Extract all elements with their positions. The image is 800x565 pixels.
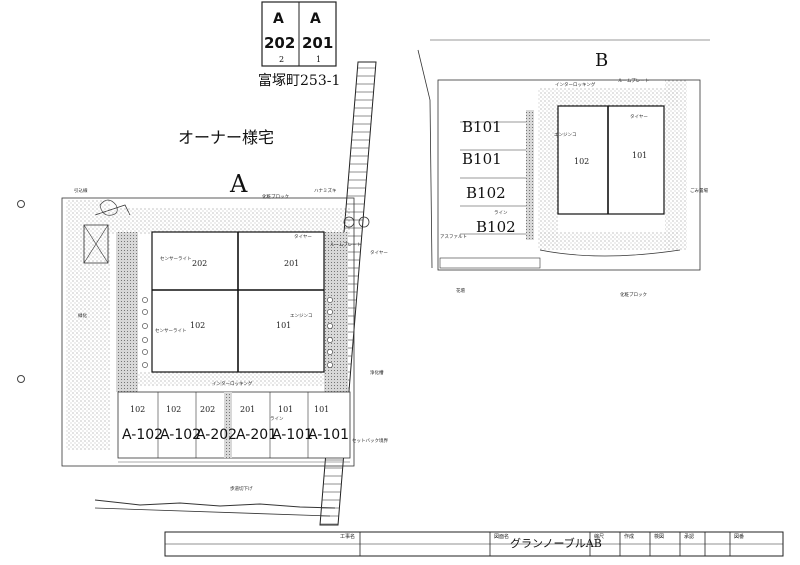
plan-note: タイヤー xyxy=(630,115,648,120)
parking-b-label: B101 xyxy=(462,118,502,136)
plan-note: 引込線 xyxy=(74,189,88,194)
parking-b-label: B102 xyxy=(466,184,506,202)
building-b-footprint xyxy=(557,105,665,215)
header-col2-top: A xyxy=(310,11,321,27)
parking-a-num: 102 xyxy=(130,405,146,414)
parking-b-label: B101 xyxy=(462,150,502,168)
unit-a-201: 201 xyxy=(284,259,300,268)
plan-note: 浄化槽 xyxy=(370,371,384,376)
plan-note: センサーライト xyxy=(160,257,192,262)
plan-note: 化粧ブロック xyxy=(262,195,289,200)
binder-hole xyxy=(17,375,25,383)
plan-note: センサーライト xyxy=(155,329,187,334)
plan-note: 緑化 xyxy=(78,314,87,319)
parking-a-label: A-101 xyxy=(308,427,350,443)
parking-a-label: A-101 xyxy=(272,427,314,443)
plan-note: エンジンコ xyxy=(290,314,313,319)
parking-a-num: 202 xyxy=(200,405,216,414)
address-note: 富塚町253-1 xyxy=(258,73,341,89)
building-b-lot xyxy=(417,39,710,271)
plan-note: インターロッキング xyxy=(555,83,596,88)
plan-note: 歩道切下げ xyxy=(230,487,253,492)
title-label-scale: 縮尺 xyxy=(594,534,605,540)
title-label-made: 作成 xyxy=(624,534,635,540)
parking-a-num: 101 xyxy=(314,405,330,414)
plan-note: ルームプレート xyxy=(330,243,362,248)
building-a-lot xyxy=(61,197,370,467)
plan-note: 花壇 xyxy=(456,289,465,294)
parking-a-num: 201 xyxy=(240,405,256,414)
parking-a-num: 102 xyxy=(166,405,182,414)
drawing-title: グランノーブルAB xyxy=(510,537,602,550)
plan-note: アスファルト xyxy=(440,235,467,240)
plan-note: エンジンコ xyxy=(554,133,577,138)
plan-note: ごみ置場 xyxy=(690,189,708,194)
header-col1-num: 202 xyxy=(264,34,296,52)
header-col2-sub: 1 xyxy=(316,55,322,64)
parking-a-label: A-102 xyxy=(122,427,164,443)
title-label-check: 検図 xyxy=(654,534,665,540)
title-label-project: 工事名 xyxy=(340,534,356,540)
parking-a-label: A-201 xyxy=(236,427,278,443)
header-col2-num: 201 xyxy=(302,34,334,52)
plan-note: ルームプレート xyxy=(618,79,650,84)
parking-a-label: A-102 xyxy=(160,427,202,443)
plan-note: タイヤー xyxy=(294,235,312,240)
plan-note: インターロッキング xyxy=(212,382,253,387)
plan-note: 化粧ブロック xyxy=(620,293,647,298)
unit-b-102: 102 xyxy=(574,157,590,166)
header-col1-top: A xyxy=(273,11,284,27)
plan-note: タイヤー xyxy=(370,251,388,256)
building-b-label: B xyxy=(595,50,609,71)
plan-note: ハナミズキ xyxy=(314,189,337,194)
unit-a-101: 101 xyxy=(276,321,292,330)
title-label-drawing: 図面名 xyxy=(494,534,510,540)
plan-note: ライン xyxy=(494,211,508,216)
unit-a-202: 202 xyxy=(192,259,208,268)
binder-hole xyxy=(17,200,25,208)
building-a-parking xyxy=(117,391,351,459)
building-a-label: A xyxy=(230,170,248,198)
unit-b-101: 101 xyxy=(632,151,648,160)
owner-house-label: オーナー様宅 xyxy=(178,128,275,147)
plan-note: ライン xyxy=(270,417,284,422)
title-label-number: 図番 xyxy=(734,534,745,540)
parking-b-label: B102 xyxy=(476,218,516,236)
parking-a-label: A-202 xyxy=(196,427,238,443)
title-label-approve: 承認 xyxy=(684,534,695,540)
unit-a-102: 102 xyxy=(190,321,206,330)
header-col1-sub: 2 xyxy=(279,55,285,64)
plan-note: セットバック境界 xyxy=(352,439,388,444)
parking-a-num: 101 xyxy=(278,405,294,414)
title-block xyxy=(164,531,784,557)
